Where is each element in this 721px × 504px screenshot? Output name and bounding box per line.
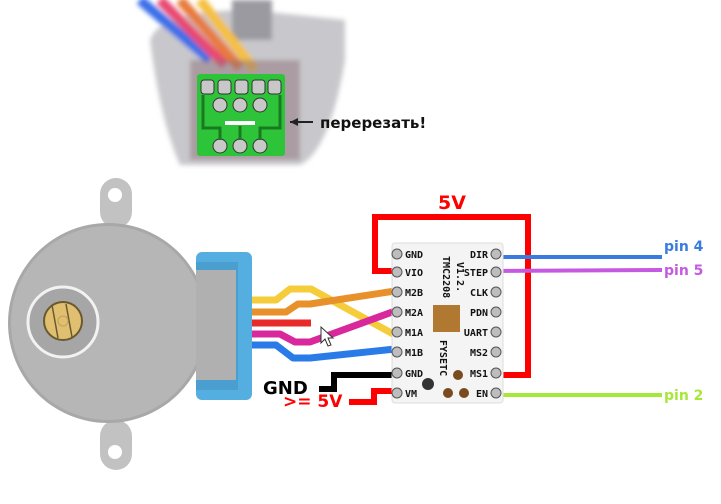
left-pin-gnd [391, 367, 403, 379]
right-pin-step [490, 266, 502, 278]
left-pin-label: GND [405, 369, 423, 380]
mouse-cursor-icon [320, 325, 335, 347]
motor-shaft [43, 301, 83, 341]
left-pin-gnd [391, 248, 403, 260]
wire-5v-loop [372, 214, 531, 378]
right-pin-label: CLK [470, 288, 488, 299]
left-pin-vm [391, 387, 403, 399]
right-pin-label: MS1 [470, 369, 488, 380]
label-motor-power: >= 5V [283, 392, 343, 412]
left-pin-label: VM [405, 389, 417, 400]
wire-vm [349, 388, 396, 405]
left-pin-label: VIO [405, 268, 423, 279]
right-pin-label: DIR [470, 250, 489, 261]
label-pin2: pin 2 [664, 388, 703, 404]
left-pin-vio [391, 266, 403, 278]
left-pin-m2a [391, 306, 403, 318]
right-pin-label: EN [476, 389, 488, 400]
label-pin5: pin 5 [664, 263, 703, 279]
right-pin-label: MS2 [470, 348, 488, 359]
wire-yellow [252, 285, 397, 339]
tmc2208-driver: TMC2208 V1.2. FYSETC GND VIO M2B M2A M1A M1B G… [391, 242, 504, 404]
right-pin-clk [490, 286, 502, 298]
driver-version: V1.2. [454, 262, 465, 292]
left-pin-label: M1A [405, 328, 423, 339]
label-5v: 5V [438, 192, 466, 214]
label-gnd: GND [263, 378, 308, 399]
right-pin-dir [490, 248, 502, 260]
wire-step [496, 268, 663, 273]
left-pin-m1b [391, 346, 403, 358]
thermal-pad [433, 305, 460, 332]
motor-photo: перерезать! [136, 0, 426, 165]
solder-pad [443, 388, 453, 398]
stepper-motor [8, 178, 252, 470]
wire-pink [252, 307, 397, 346]
solder-pad [453, 370, 463, 380]
mounting-hole [422, 378, 434, 390]
left-pin-label: GND [405, 250, 423, 261]
left-pin-label: M2B [405, 288, 423, 299]
left-pin-label: M2A [405, 308, 423, 319]
left-pin-label: M1B [405, 348, 423, 359]
left-pin-m1a [391, 326, 403, 338]
right-pin-en [490, 387, 502, 399]
right-pin-uart [490, 326, 502, 338]
left-pin-m2b [391, 286, 403, 298]
right-pin-label: UART [464, 328, 488, 339]
solder-pad [459, 388, 469, 398]
right-pin-label: STEP [464, 268, 488, 279]
wire-gnd [319, 372, 396, 392]
right-pin-label: PDN [470, 308, 488, 319]
driver-model: TMC2208 [440, 256, 451, 298]
driver-brand: FYSETC [437, 340, 448, 376]
right-pin-ms1 [490, 367, 502, 379]
cut-annotation: перерезать! [320, 114, 426, 132]
wire-blue [252, 341, 396, 362]
right-pin-ms2 [490, 346, 502, 358]
wire-orange [252, 287, 396, 316]
label-pin4: pin 4 [664, 239, 704, 255]
right-pin-pdn [490, 306, 502, 318]
